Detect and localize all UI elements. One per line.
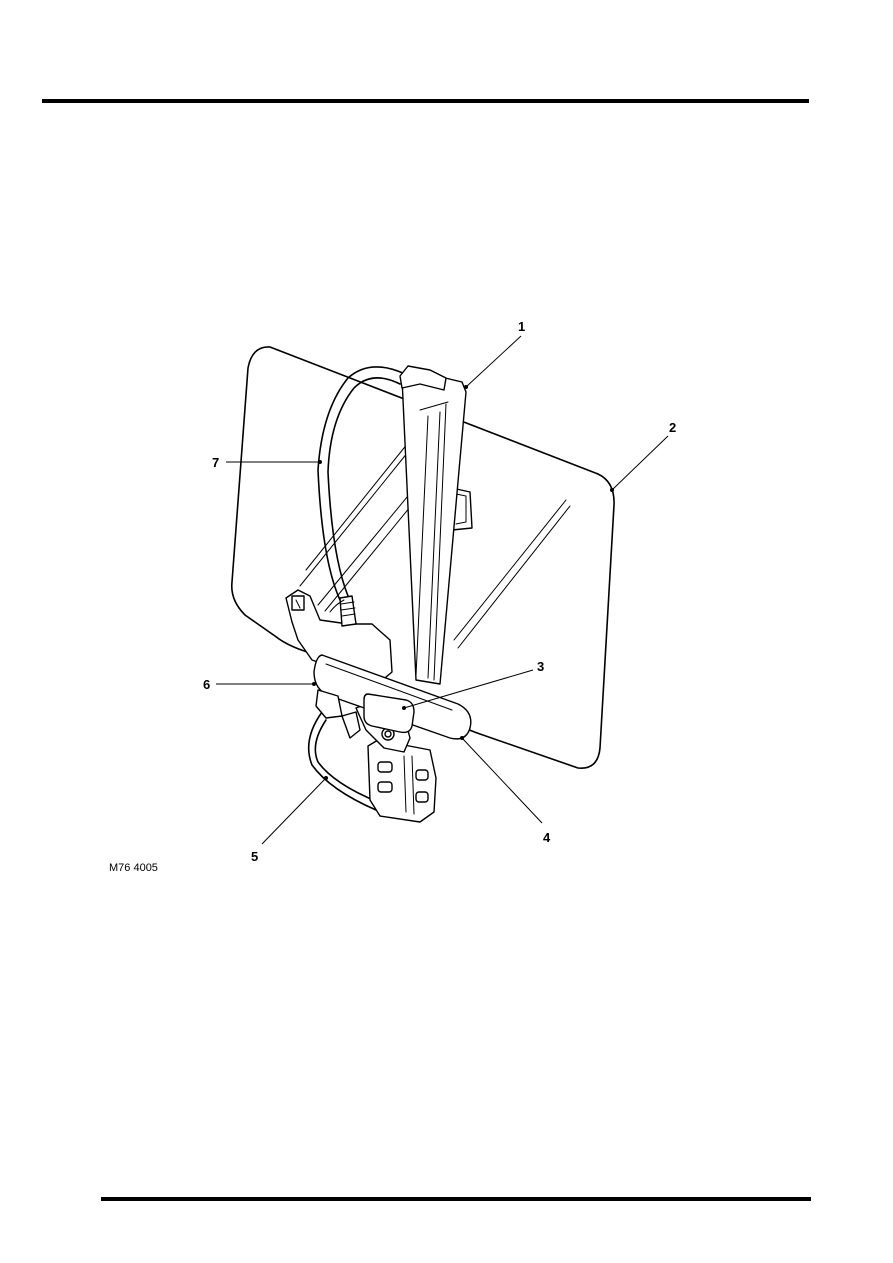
callout-4: 4 <box>543 830 551 845</box>
glass-clip <box>363 693 415 734</box>
figure-reference: M76 4005 <box>109 862 158 874</box>
header-rule <box>42 99 809 103</box>
drive-cable <box>307 366 406 811</box>
guide-rail <box>399 365 467 685</box>
callout-6: 6 <box>203 677 210 692</box>
callout-7: 7 <box>212 455 219 470</box>
footer-rule <box>101 1197 811 1201</box>
callout-2: 2 <box>669 420 676 435</box>
callout-1: 1 <box>518 319 525 334</box>
callout-3: 3 <box>537 659 544 674</box>
glass-channel <box>313 654 472 740</box>
drum-housing <box>285 589 393 683</box>
leader-lines <box>216 335 669 845</box>
callout-5: 5 <box>251 849 258 864</box>
